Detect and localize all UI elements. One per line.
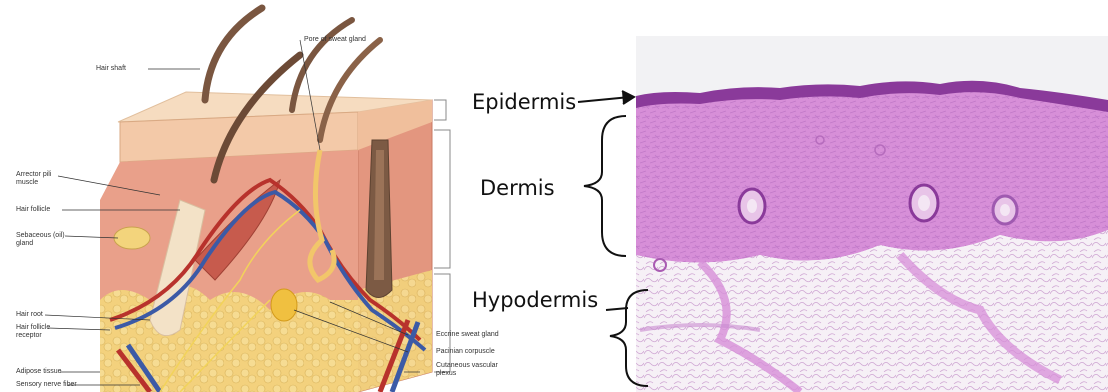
label-pore-of-sweat-gland: Pore of sweat gland <box>304 36 366 44</box>
label-sensory-nerve-fiber: Sensory nerve fiber <box>16 381 77 389</box>
label-hypodermis: Hypodermis <box>472 288 598 312</box>
label-hair-shaft: Hair shaft <box>96 65 126 73</box>
label-hair-follicle-receptor: Hair follicle receptor <box>16 324 50 340</box>
label-epidermis: Epidermis <box>472 90 576 114</box>
skin-block-diagram <box>100 8 450 392</box>
label-hair-root: Hair root <box>16 311 43 319</box>
label-arrector-pili: Arrector pili muscle <box>16 171 51 187</box>
label-pacinian-corpuscle: Pacinian corpuscle <box>436 348 495 356</box>
label-dermis: Dermis <box>480 176 555 200</box>
label-hair-follicle: Hair follicle <box>16 206 50 214</box>
label-cutaneous-vascular-plexus: Cutaneous vascular plexus <box>436 362 498 378</box>
label-eccrine-sweat-gland: Eccrine sweat gland <box>436 331 499 339</box>
histology-micrograph <box>636 36 1108 392</box>
label-sebaceous-gland: Sebaceous (oil) gland <box>16 232 65 248</box>
label-adipose-tissue: Adipose tissue <box>16 368 62 376</box>
